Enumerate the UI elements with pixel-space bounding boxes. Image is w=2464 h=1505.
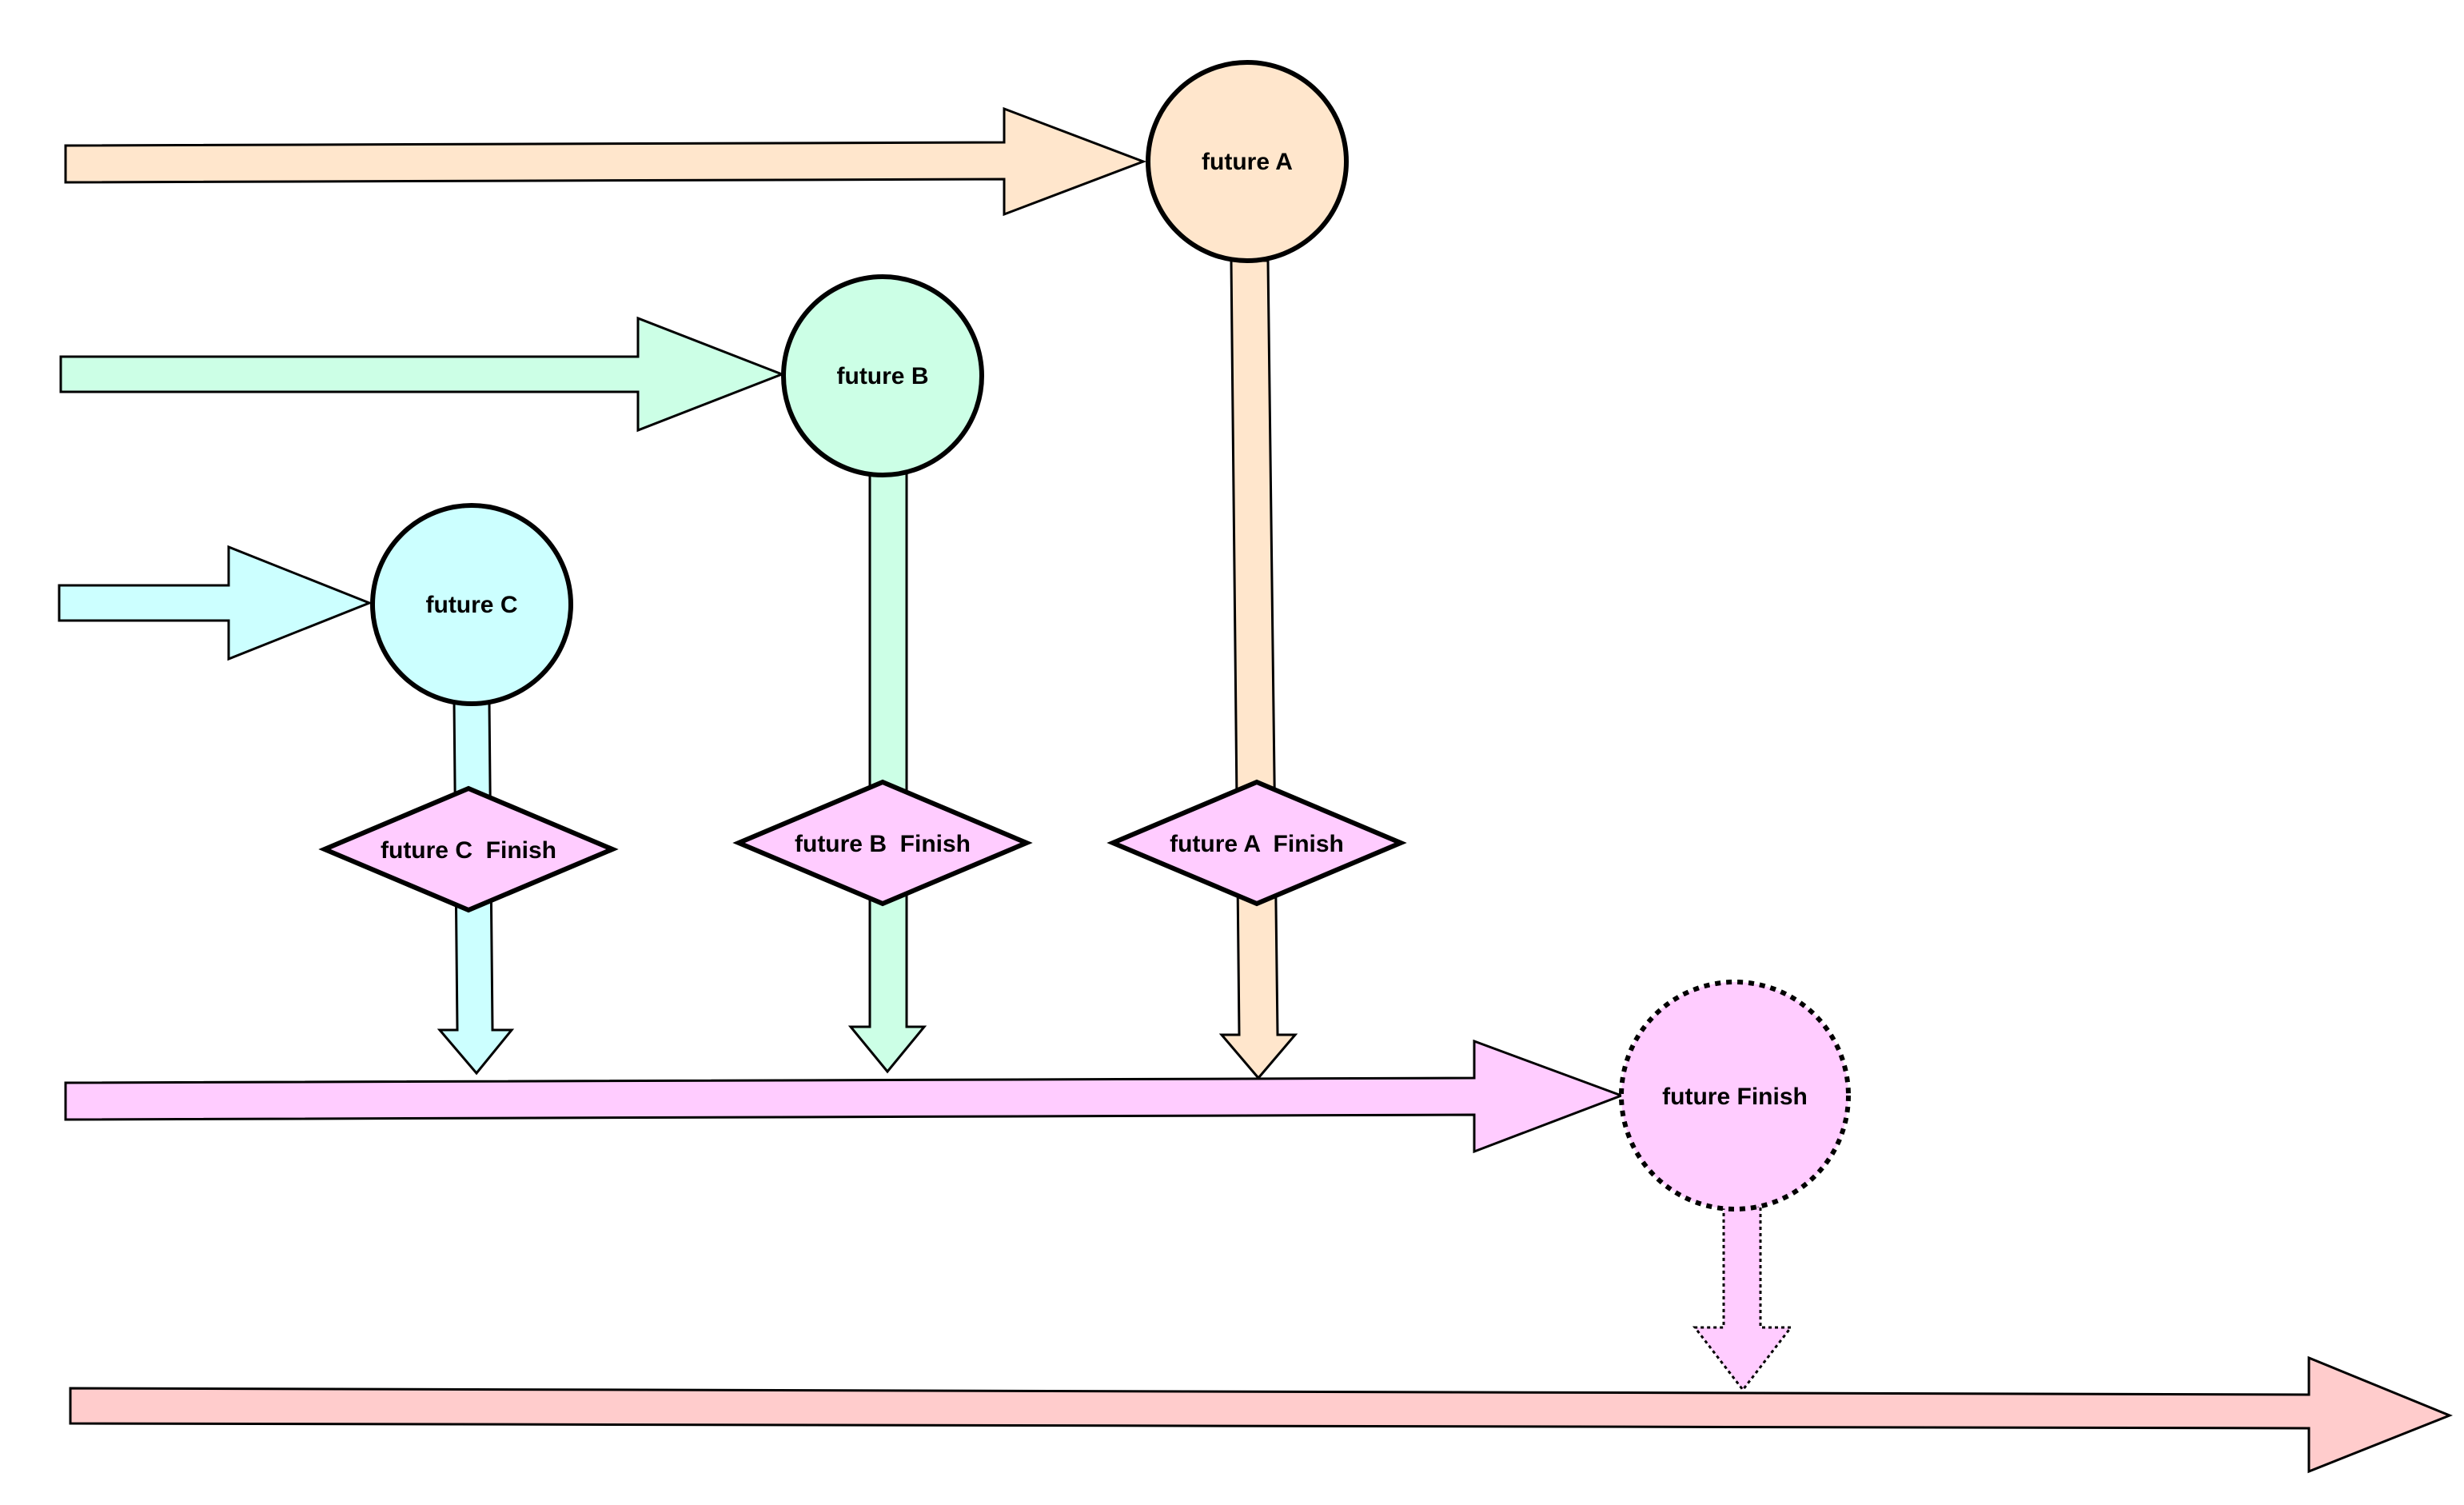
future-a-node: future A (1146, 60, 1349, 263)
future-a-circle (1146, 60, 1349, 263)
future-a-finish-label: future A Finish (1170, 831, 1344, 857)
future-a-label: future A (1202, 149, 1293, 175)
future-b-circle (781, 274, 984, 477)
future-c-finish-label: future C Finish (381, 837, 556, 864)
connector-arrow-finish (1692, 1204, 1794, 1392)
timeline-arrow-b (59, 316, 786, 433)
timeline-arrow-c (58, 545, 373, 661)
connector-arrow-b (847, 472, 927, 1074)
future-finish-label: future Finish (1662, 1084, 1808, 1110)
future-c-circle (370, 503, 573, 706)
future-b-node: future B (781, 274, 984, 477)
future-finish-circle (1619, 980, 1851, 1212)
future-a-finish-diamond (1106, 779, 1407, 907)
final-timeline-arrow (69, 1355, 2454, 1474)
future-b-label: future B (837, 363, 929, 389)
future-a-finish-node: future A Finish (1106, 779, 1407, 907)
future-c-node: future C (370, 503, 573, 706)
timeline-arrow-finish (64, 1039, 1625, 1154)
future-b-finish-label: future B Finish (795, 831, 971, 857)
future-finish-node: future Finish (1619, 980, 1851, 1212)
future-b-finish-node: future B Finish (732, 779, 1033, 907)
future-c-finish-node: future C Finish (318, 785, 619, 913)
timeline-arrow-a (64, 106, 1147, 217)
future-c-finish-diamond (318, 785, 619, 913)
future-c-label: future C (426, 592, 518, 618)
connector-arrow-a (1218, 259, 1298, 1080)
future-b-finish-diamond (732, 779, 1033, 907)
